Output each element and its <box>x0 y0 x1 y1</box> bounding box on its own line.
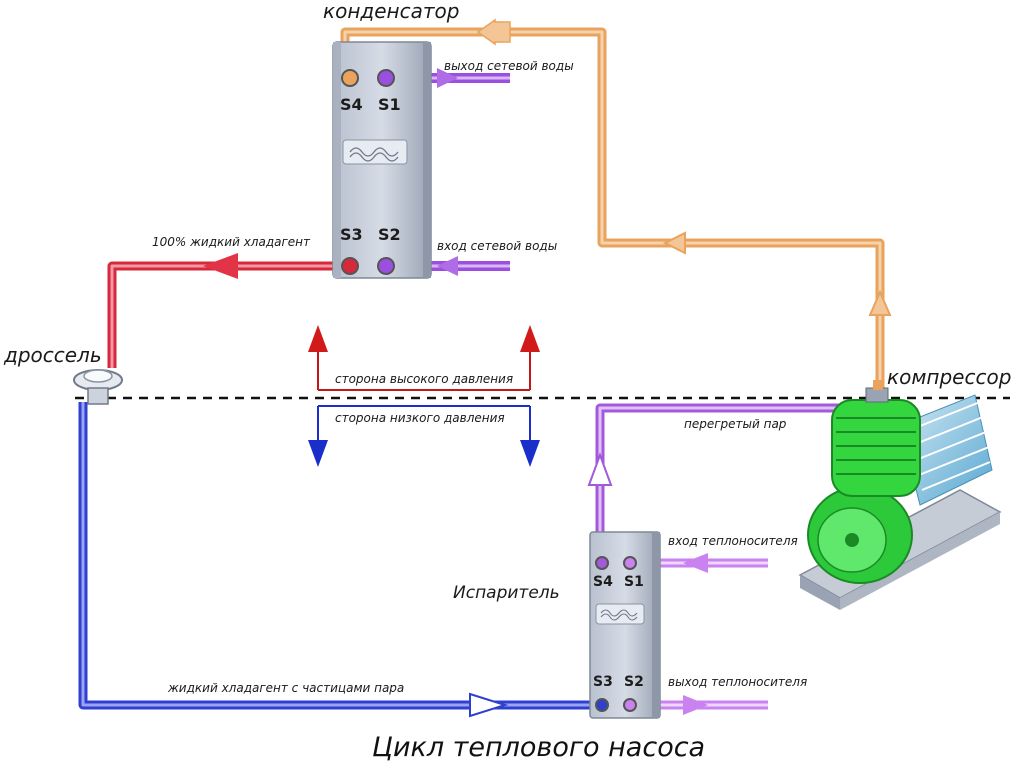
coolant-in-label: вход теплоносителя <box>668 534 798 548</box>
network-water-in-label: вход сетевой воды <box>437 239 557 253</box>
port-label: S3 <box>593 674 613 690</box>
condenser-unit: S4 S1 S3 S2 <box>332 41 432 279</box>
port-label: S2 <box>624 674 644 690</box>
port-s1-connector <box>377 69 395 87</box>
liquid-refrigerant-label: 100% жидкий хладагент <box>152 235 311 249</box>
flow-arrow-icon <box>587 452 613 486</box>
flow-arrow-icon <box>437 68 458 88</box>
flow-arrow-icon <box>203 253 238 279</box>
arrow-down-icon <box>520 440 540 467</box>
port-label: S2 <box>378 225 401 244</box>
liquid-with-vapor-label: жидкий хладагент с частицами пара <box>167 681 404 695</box>
condenser-label: конденсатор <box>323 0 459 23</box>
liquid-refrigerant-pipe <box>107 261 348 368</box>
flow-arrow-icon <box>476 18 511 46</box>
low-pressure-indicator <box>308 405 540 467</box>
high-pressure-label: сторона высокого давления <box>335 372 513 386</box>
port-label: S1 <box>624 574 644 590</box>
throttle-label: дроссель <box>3 343 102 367</box>
flow-arrow-icon <box>469 692 509 718</box>
port-s4-connector <box>595 556 609 570</box>
arrow-down-icon <box>308 440 328 467</box>
low-pressure-label: сторона низкого давления <box>335 411 505 425</box>
compressor-label: компрессор <box>887 365 1011 389</box>
port-label: S4 <box>593 574 613 590</box>
compressor-unit <box>798 380 1002 610</box>
flow-arrow-icon <box>683 553 708 573</box>
brand-logo-icon <box>600 609 638 621</box>
port-s2-connector <box>623 698 637 712</box>
diagram-title: Цикл теплового насоса <box>372 732 705 763</box>
superheated-vapor-label: перегретый пар <box>684 417 787 431</box>
evaporator-label: Испаритель <box>453 583 560 603</box>
flow-arrow-icon <box>868 289 892 316</box>
port-label: S1 <box>378 95 401 114</box>
port-label: S4 <box>340 95 363 114</box>
flow-arrow-icon <box>437 256 458 276</box>
port-s3-connector <box>595 698 609 712</box>
network-water-out-label: выход сетевой воды <box>444 59 574 73</box>
flow-arrow-icon <box>662 231 686 255</box>
arrow-up-icon <box>308 325 328 352</box>
port-s3-connector <box>341 257 359 275</box>
high-pressure-indicator <box>308 325 540 391</box>
evaporator-unit: S4 S1 S3 S2 <box>589 531 661 719</box>
cold-liquid-pipe <box>78 402 600 710</box>
port-s2-connector <box>377 257 395 275</box>
port-s1-connector <box>623 556 637 570</box>
port-s4-connector <box>341 69 359 87</box>
throttle-valve <box>73 369 123 405</box>
port-label: S3 <box>340 225 363 244</box>
coolant-out-label: выход теплоносителя <box>668 675 807 689</box>
arrow-up-icon <box>520 325 540 352</box>
flow-arrow-icon <box>683 695 708 715</box>
brand-logo-icon <box>349 147 399 162</box>
